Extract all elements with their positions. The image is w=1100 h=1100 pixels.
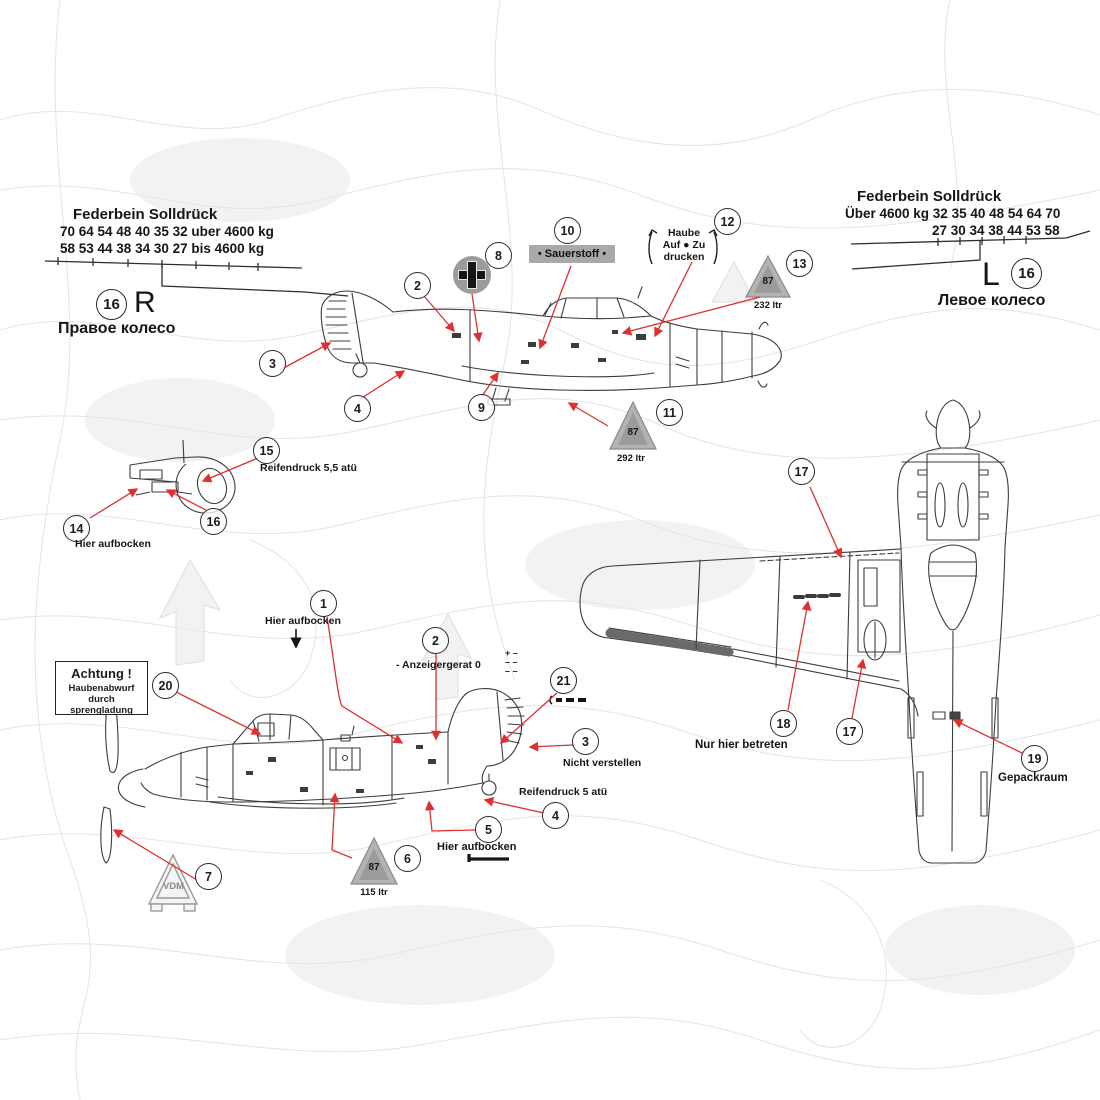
callout-16-right-wheel: 16 xyxy=(96,289,127,320)
callout-7: 7 xyxy=(195,863,222,890)
federbein-row1-right: Über 4600 kg 32 35 40 48 54 64 70 xyxy=(845,206,1061,221)
caption-right-wheel: Правое колесо xyxy=(58,320,176,337)
federbein-title-right: Federbein Solldrück xyxy=(857,188,1002,205)
fuel-triangle-292 xyxy=(609,400,657,450)
aircraft-side-view-top xyxy=(320,286,782,406)
callout-3b: 3 xyxy=(572,728,599,755)
jack-point-bracket xyxy=(467,854,509,862)
anzeiger-mark-mid: – – xyxy=(505,657,518,667)
label-nur-hier-betreten: Nur hier betreten xyxy=(695,739,788,751)
haube-brackets xyxy=(648,229,718,265)
letter-r: R xyxy=(134,286,156,319)
haube-stencil: Haube Auf ● Zu drucken xyxy=(655,227,713,263)
callout-9: 9 xyxy=(468,394,495,421)
achtung-title: Achtung ! xyxy=(71,666,132,681)
triangle-87-c: 87 xyxy=(368,862,380,873)
stencil-marks-top xyxy=(452,330,646,364)
callout-21: 21 xyxy=(550,667,577,694)
callout-10: 10 xyxy=(554,217,581,244)
callout-8: 8 xyxy=(485,242,512,269)
federbein-scale-right xyxy=(850,230,1091,270)
callout-4: 4 xyxy=(344,395,371,422)
callout-19: 19 xyxy=(1021,745,1048,772)
callout-16-left-wheel: 16 xyxy=(1011,258,1042,289)
label-292-ltr: 292 ltr xyxy=(617,453,645,464)
haube-line2: Auf ● Zu xyxy=(662,239,706,251)
haube-line1: Haube xyxy=(667,227,701,239)
anzeiger-marks: + – – – – – xyxy=(505,649,518,676)
callout-2: 2 xyxy=(404,272,431,299)
anzeiger-mark-low: – – xyxy=(505,666,518,676)
balkenkreuz-icon xyxy=(453,256,491,294)
aircraft-side-view-bottom xyxy=(100,688,525,864)
stencil-marks-bottom xyxy=(246,745,436,793)
sauerstoff-stencil: • Sauerstoff • xyxy=(529,245,615,263)
callout-16: 16 xyxy=(200,508,227,535)
letter-l: L xyxy=(982,256,1000,292)
anzeiger-mark-plus: + – xyxy=(505,648,518,658)
label-115-ltr: 115 ltr xyxy=(360,887,388,898)
achtung-warning-box: Achtung ! Haubenabwurf durch sprengladun… xyxy=(55,661,148,716)
callout-3: 3 xyxy=(259,350,286,377)
callout-2b: 2 xyxy=(422,627,449,654)
label-reifendruck-55: Reifendruck 5,5 atü xyxy=(260,462,357,474)
callout-14: 14 xyxy=(63,515,90,542)
fuel-triangle-232 xyxy=(744,254,792,298)
label-232-ltr: 232 ltr xyxy=(754,300,782,311)
map-arrow-icon xyxy=(158,260,756,701)
callout-5: 5 xyxy=(475,816,502,843)
callout-17b: 17 xyxy=(836,718,863,745)
callout-15: 15 xyxy=(253,437,280,464)
red-arrows xyxy=(89,261,1023,881)
federbein-row2-right: 27 30 34 38 44 53 58 xyxy=(932,223,1060,238)
label-anzeigergerat: - Anzeigergerat 0 xyxy=(396,659,481,671)
vdm-propeller-logo xyxy=(147,853,199,912)
callout-13: 13 xyxy=(786,250,813,277)
federbein-row1-left: 70 64 54 48 40 35 32 uber 4600 kg xyxy=(60,224,274,239)
vdm-label: VDM xyxy=(162,881,185,892)
federbein-scale-left xyxy=(44,257,349,297)
achtung-line2: durch sprengladung xyxy=(70,694,133,716)
label-hier-aufbocken-gear: Hier aufbocken xyxy=(75,538,151,550)
label-nicht-verstellen: Nicht verstellen xyxy=(563,757,642,769)
fuel-triangle-115 xyxy=(350,836,398,885)
callout-4b: 4 xyxy=(542,802,569,829)
haube-line3: drucken xyxy=(663,251,705,263)
triangle-87-a: 87 xyxy=(762,276,774,287)
label-hier-aufbocken-5: Hier aufbocken xyxy=(437,841,517,853)
callout-18: 18 xyxy=(770,710,797,737)
label-hier-aufbocken-1: Hier aufbocken xyxy=(265,615,341,627)
callout-20: 20 xyxy=(152,672,179,699)
label-reifendruck-5: Reifendruck 5 atü xyxy=(519,786,608,798)
federbein-title-left: Federbein Solldrück xyxy=(73,206,218,223)
achtung-line1: Haubenabwurf xyxy=(68,683,135,694)
triangle-87-b: 87 xyxy=(627,427,639,438)
callout-11: 11 xyxy=(656,399,683,426)
callout-1: 1 xyxy=(310,590,337,617)
callout-12: 12 xyxy=(714,208,741,235)
federbein-row2-left: 58 53 44 38 34 30 27 bis 4600 kg xyxy=(60,241,265,256)
callout-17a: 17 xyxy=(788,458,815,485)
label-gepackraum: Gepackraum xyxy=(998,772,1068,784)
callout-6: 6 xyxy=(394,845,421,872)
aircraft-top-view xyxy=(579,399,1009,864)
caption-left-wheel: Левое колесо xyxy=(938,292,1046,309)
